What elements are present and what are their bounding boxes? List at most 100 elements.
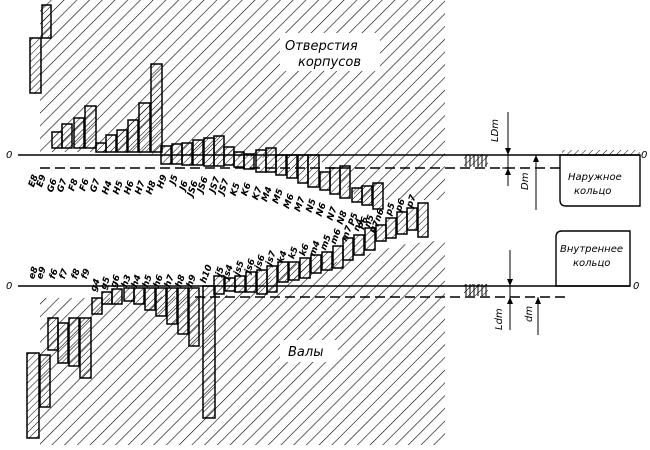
shaft-label-31: n5 xyxy=(363,214,377,229)
zero-label-lower-right: 0 xyxy=(633,281,639,292)
bar-h5 xyxy=(155,287,167,317)
inner-ring-hatch xyxy=(464,284,488,296)
arrow-LDm-up xyxy=(505,168,511,175)
shaft-label-bg xyxy=(280,340,338,362)
bar-G6 xyxy=(51,131,63,149)
inner-ring-shape xyxy=(555,230,631,287)
bar-J6 xyxy=(181,142,193,166)
shaft-label-8: g6 xyxy=(109,274,123,289)
bar-F6 xyxy=(84,105,97,149)
bar-h4 xyxy=(144,287,156,311)
housing-label-7: H4 xyxy=(101,180,115,196)
arrow-Ldm-down xyxy=(507,279,513,286)
bar-H5 xyxy=(116,129,128,153)
shaft-label-6: g4 xyxy=(89,278,103,293)
housing-label-5: F6 xyxy=(78,178,92,193)
shaft-label: Валы xyxy=(288,345,323,360)
bar-f7 xyxy=(68,317,80,367)
outer-ring-hatch xyxy=(464,154,488,166)
bar-js6 xyxy=(256,269,268,295)
bar-M5 xyxy=(275,154,287,176)
bar-p5 xyxy=(396,211,408,235)
shaft-label-3: f7 xyxy=(58,267,71,281)
bar-H6 xyxy=(127,119,139,153)
shaft-label-13: h7 xyxy=(163,273,177,289)
bar-N7 xyxy=(329,167,341,195)
bar-P5 xyxy=(351,187,363,203)
arrow-Dm xyxy=(533,155,539,162)
shaft-label-11: h5 xyxy=(141,274,155,289)
inner-ring-label-line2: кольцо xyxy=(573,258,610,269)
housing-label-26: N5 xyxy=(305,198,319,214)
housing-label-14: J6 xyxy=(177,180,190,194)
arrow-dm xyxy=(535,297,541,304)
housing-label-19: K5 xyxy=(229,182,243,198)
bar-m6 xyxy=(342,237,354,261)
bar-n6 xyxy=(385,217,397,239)
bar-h7 xyxy=(177,287,189,335)
bar-JS6 xyxy=(192,139,204,166)
housing-label-4: F8 xyxy=(67,178,81,193)
bar-f6a xyxy=(26,352,40,439)
bar-h3 xyxy=(133,287,145,305)
housing-label-bg xyxy=(280,33,380,71)
outer-ring-label-line1: Наружное xyxy=(568,172,622,183)
bar-K6 xyxy=(243,153,255,170)
shaft-label-14: h8 xyxy=(174,274,188,289)
bar-N8 xyxy=(339,165,351,199)
dim-Ldm: Ldm xyxy=(494,308,505,330)
housing-field xyxy=(40,0,445,200)
bar-G7 xyxy=(61,123,73,149)
shaft-label-33: p5 xyxy=(384,202,398,218)
shaft-tolerance-bars xyxy=(26,202,429,439)
housing-label-8: H5 xyxy=(112,180,126,196)
bar-JS7b xyxy=(223,146,235,166)
bar-f8 xyxy=(79,317,92,379)
bar-P6 xyxy=(361,185,373,206)
shaft-label-5: f9 xyxy=(80,268,93,281)
bar-m7 xyxy=(353,234,365,256)
housing-label-9: H6 xyxy=(123,180,137,196)
shaft-label-32: n6 xyxy=(373,208,387,223)
housing-label-line2: корпусов xyxy=(298,55,361,70)
bar-J5 xyxy=(171,143,183,165)
bar-m5 xyxy=(332,245,344,269)
bar-js6b xyxy=(266,265,278,293)
housing-label-1: E9 xyxy=(35,174,49,189)
housing-label-11: H8 xyxy=(145,180,159,196)
bar-p6 xyxy=(406,207,418,231)
shaft-label-34: p6 xyxy=(394,198,408,214)
housing-label-24: M6 xyxy=(282,193,297,211)
shaft-label-12: h6 xyxy=(152,274,166,289)
shaft-label-16: h10 xyxy=(199,264,215,285)
shaft-label-25: k6 xyxy=(298,243,312,258)
bar-h10 xyxy=(213,275,225,295)
bar-g6 xyxy=(123,287,135,302)
housing-label-31: P6 xyxy=(357,216,371,232)
housing-label-32: P7 xyxy=(369,219,383,235)
bar-G7b xyxy=(95,142,107,153)
bar-k4 xyxy=(288,261,300,281)
housing-fit-labels: E8E9G6G7F8F6G7H4H5H6H7H8H9J5J6JS6JS6JS7J… xyxy=(27,174,383,236)
zero-label-upper-right: 0 xyxy=(641,150,647,161)
bar-M7 xyxy=(297,154,309,184)
housing-label-20: K6 xyxy=(240,182,254,198)
shaft-label-17: j5 xyxy=(214,266,227,280)
bar-p7 xyxy=(417,202,429,238)
bar-JS6b xyxy=(203,137,215,167)
zero-label-upper-left: 0 xyxy=(6,150,12,161)
shaft-label-15: h9 xyxy=(185,274,199,289)
shaft-label-23: k4 xyxy=(276,250,290,265)
shaft-label-2: f6 xyxy=(48,268,61,281)
housing-label-27: N6 xyxy=(315,202,329,218)
bar-H8 xyxy=(150,63,163,153)
shaft-label-30: n4 xyxy=(352,218,366,233)
shaft-label-9: h3 xyxy=(120,274,134,289)
housing-label-2: G6 xyxy=(46,178,60,194)
housing-tolerance-bars xyxy=(29,4,384,210)
zero-label-lower-left: 0 xyxy=(6,281,12,292)
shaft-field xyxy=(40,240,445,445)
housing-label-10: H7 xyxy=(134,179,148,196)
shaft-label-1: e9 xyxy=(35,266,49,281)
